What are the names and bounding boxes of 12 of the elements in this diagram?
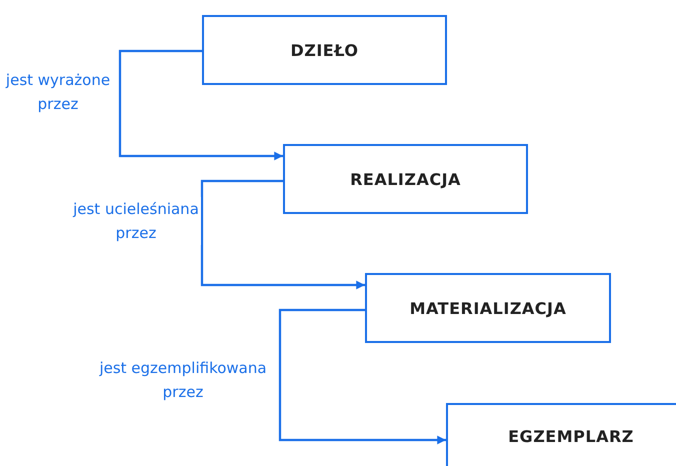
connector-arrow <box>118 50 283 160</box>
box-title: DZIEŁO <box>290 40 359 60</box>
concept-box <box>446 403 676 466</box>
connector-arrow <box>278 308 446 444</box>
concept-box <box>202 15 447 85</box>
connector-arrow <box>200 180 365 290</box>
box-title: EGZEMPLARZ <box>508 427 634 446</box>
box-title: REALIZACJA <box>350 170 461 188</box>
box-title: MATERIALIZACJA <box>410 298 566 318</box>
concept-box <box>283 144 528 214</box>
concept-box <box>365 273 611 343</box>
edge-label: jest ucieleśniana przez <box>71 197 201 245</box>
